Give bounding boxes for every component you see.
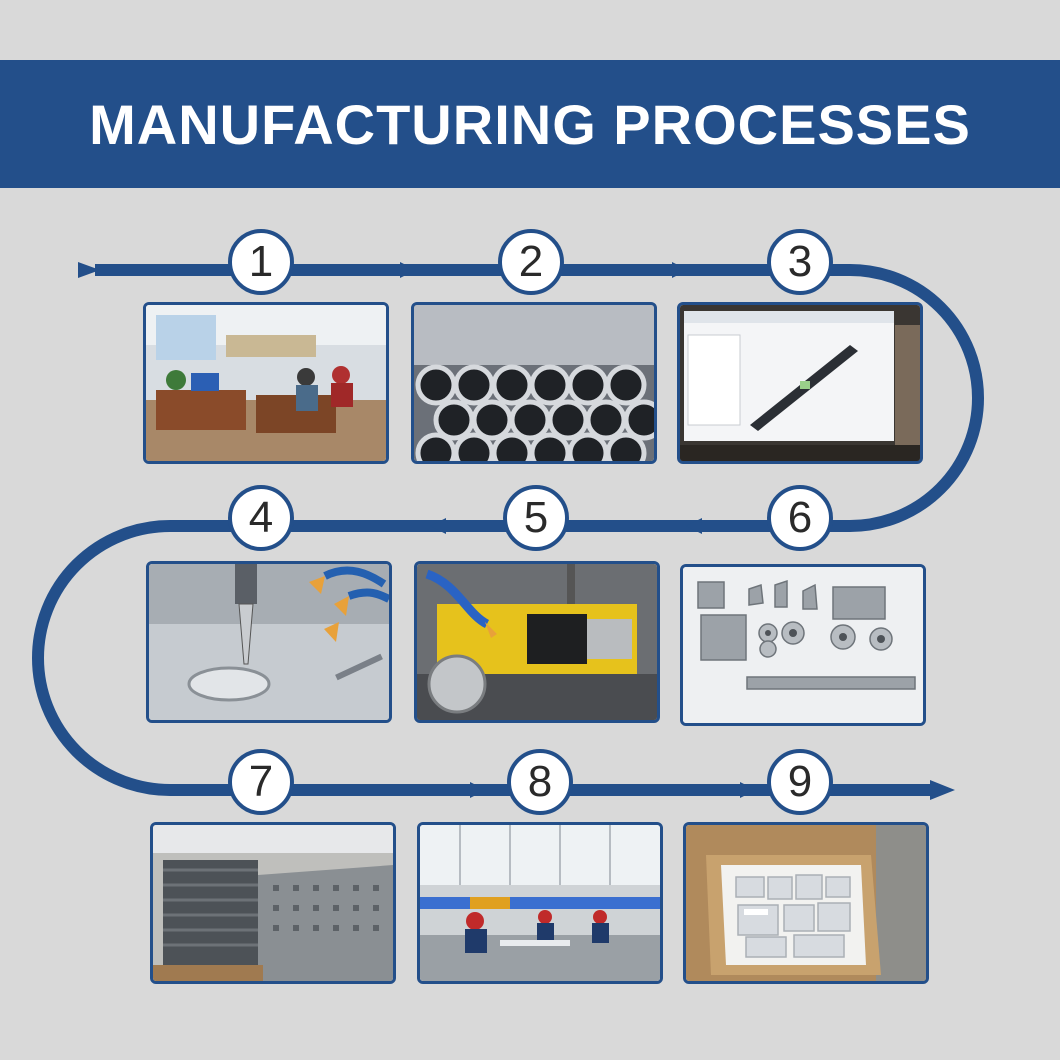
arrow-head-3: [672, 262, 688, 278]
step-number-8: 8: [507, 749, 573, 815]
photo-machined-parts: [680, 564, 926, 726]
photo-packaged-box: [683, 822, 929, 984]
arrow-head-5: [430, 518, 446, 534]
photo-sheet-metal-stock: [150, 822, 396, 984]
step-number-1: 1: [228, 229, 294, 295]
title-banner: MANUFACTURING PROCESSES: [0, 60, 1060, 188]
photo-assembly-workshop: [417, 822, 663, 984]
arrow-head-6: [686, 518, 702, 534]
arrow-head-9: [740, 782, 756, 798]
arrow-head-8: [470, 782, 486, 798]
photo-cnc-lathe: [414, 561, 660, 723]
step-number-7: 7: [228, 749, 294, 815]
step-number-5: 5: [503, 485, 569, 551]
step-number-4: 4: [228, 485, 294, 551]
photo-office-staff: [143, 302, 389, 464]
page-title: MANUFACTURING PROCESSES: [89, 92, 971, 156]
step-number-3: 3: [767, 229, 833, 295]
step-number-2: 2: [498, 229, 564, 295]
flow-tail: [78, 262, 100, 278]
photo-cad-design-screen: [677, 302, 923, 464]
arrow-end: [930, 780, 955, 800]
photo-cnc-milling: [146, 561, 392, 723]
step-number-9: 9: [767, 749, 833, 815]
photo-steel-tubes: [411, 302, 657, 464]
arrow-head-2: [400, 262, 416, 278]
step-number-6: 6: [767, 485, 833, 551]
